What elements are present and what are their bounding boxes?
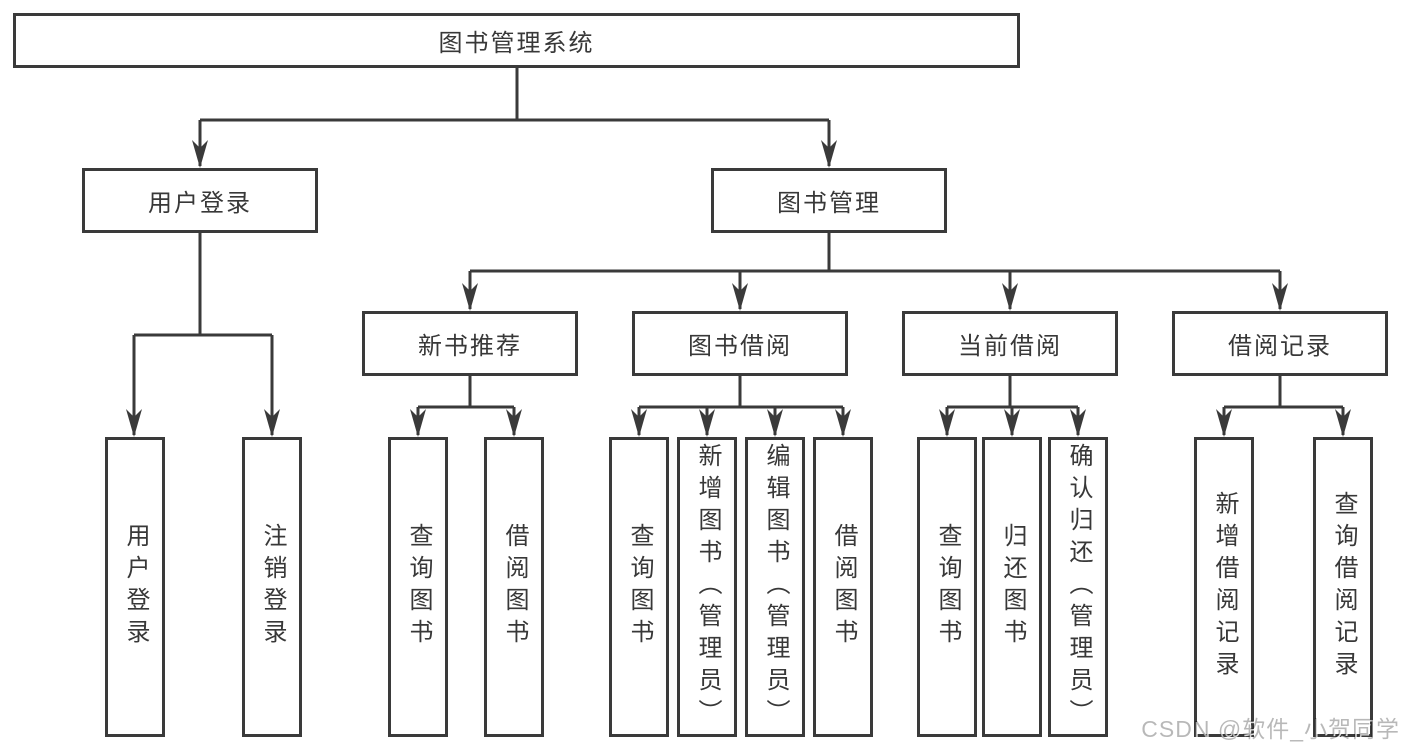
leaf-query-books-borrowing-label: 查询图书 [626, 523, 653, 651]
leaf-borrow-books-recommend-label: 借阅图书 [501, 523, 528, 651]
leaf-add-book-admin: 新增图书（管理员） [677, 437, 737, 737]
leaf-edit-book-admin: 编辑图书（管理员） [745, 437, 805, 737]
node-borrowing-records-label: 借阅记录 [1228, 333, 1332, 360]
node-borrowing-records: 借阅记录 [1172, 311, 1388, 376]
leaf-add-book-admin-label: 新增图书（管理员） [694, 443, 721, 731]
leaf-query-borrow-record-label: 查询借阅记录 [1330, 491, 1357, 683]
leaf-return-books-label: 归还图书 [999, 523, 1026, 651]
connector-new-book-recommend-to-leaves [416, 376, 516, 435]
node-current-borrowing: 当前借阅 [902, 311, 1118, 376]
leaf-query-books-borrowing: 查询图书 [609, 437, 669, 737]
csdn-watermark: CSDN @软件_小贺同学 [1141, 716, 1400, 742]
leaf-query-books-current-label: 查询图书 [934, 523, 961, 651]
leaf-add-borrow-record-label: 新增借阅记录 [1211, 491, 1238, 683]
leaf-borrow-books-recommend: 借阅图书 [484, 437, 544, 737]
connector-book-management-to-level3 [468, 233, 1282, 309]
node-user-login-label: 用户登录 [148, 190, 252, 217]
leaf-edit-book-admin-label: 编辑图书（管理员） [762, 443, 789, 731]
leaf-query-borrow-record: 查询借阅记录 [1313, 437, 1373, 737]
node-current-borrowing-label: 当前借阅 [958, 333, 1062, 360]
connector-borrowing-records-to-leaves [1222, 376, 1345, 435]
arrowheads [126, 140, 1351, 437]
leaf-query-books-recommend-label: 查询图书 [405, 523, 432, 651]
node-book-management-label: 图书管理 [777, 190, 881, 217]
leaf-return-books: 归还图书 [982, 437, 1042, 737]
node-root: 图书管理系统 [13, 13, 1020, 68]
node-new-book-recommend-label: 新书推荐 [418, 333, 522, 360]
node-user-login: 用户登录 [82, 168, 318, 233]
leaf-user-login-label: 用户登录 [122, 523, 149, 651]
node-new-book-recommend: 新书推荐 [362, 311, 578, 376]
leaf-borrow-books-borrowing-label: 借阅图书 [830, 523, 857, 651]
leaf-query-books-current: 查询图书 [917, 437, 977, 737]
leaf-confirm-return-admin-label: 确认归还（管理员） [1065, 443, 1092, 731]
node-book-borrowing: 图书借阅 [632, 311, 848, 376]
leaf-logout-label: 注销登录 [259, 523, 286, 651]
connector-user-login-to-leaves [132, 233, 274, 435]
leaf-confirm-return-admin: 确认归还（管理员） [1048, 437, 1108, 737]
leaf-add-borrow-record: 新增借阅记录 [1194, 437, 1254, 737]
leaf-logout: 注销登录 [242, 437, 302, 737]
leaf-user-login: 用户登录 [105, 437, 165, 737]
node-book-management: 图书管理 [711, 168, 947, 233]
leaf-borrow-books-borrowing: 借阅图书 [813, 437, 873, 737]
node-book-borrowing-label: 图书借阅 [688, 333, 792, 360]
connector-segments [132, 68, 1345, 435]
node-root-label: 图书管理系统 [438, 30, 595, 57]
leaf-query-books-recommend: 查询图书 [388, 437, 448, 737]
connector-book-borrowing-to-leaves [637, 376, 845, 435]
connector-root-to-level2 [198, 68, 831, 166]
